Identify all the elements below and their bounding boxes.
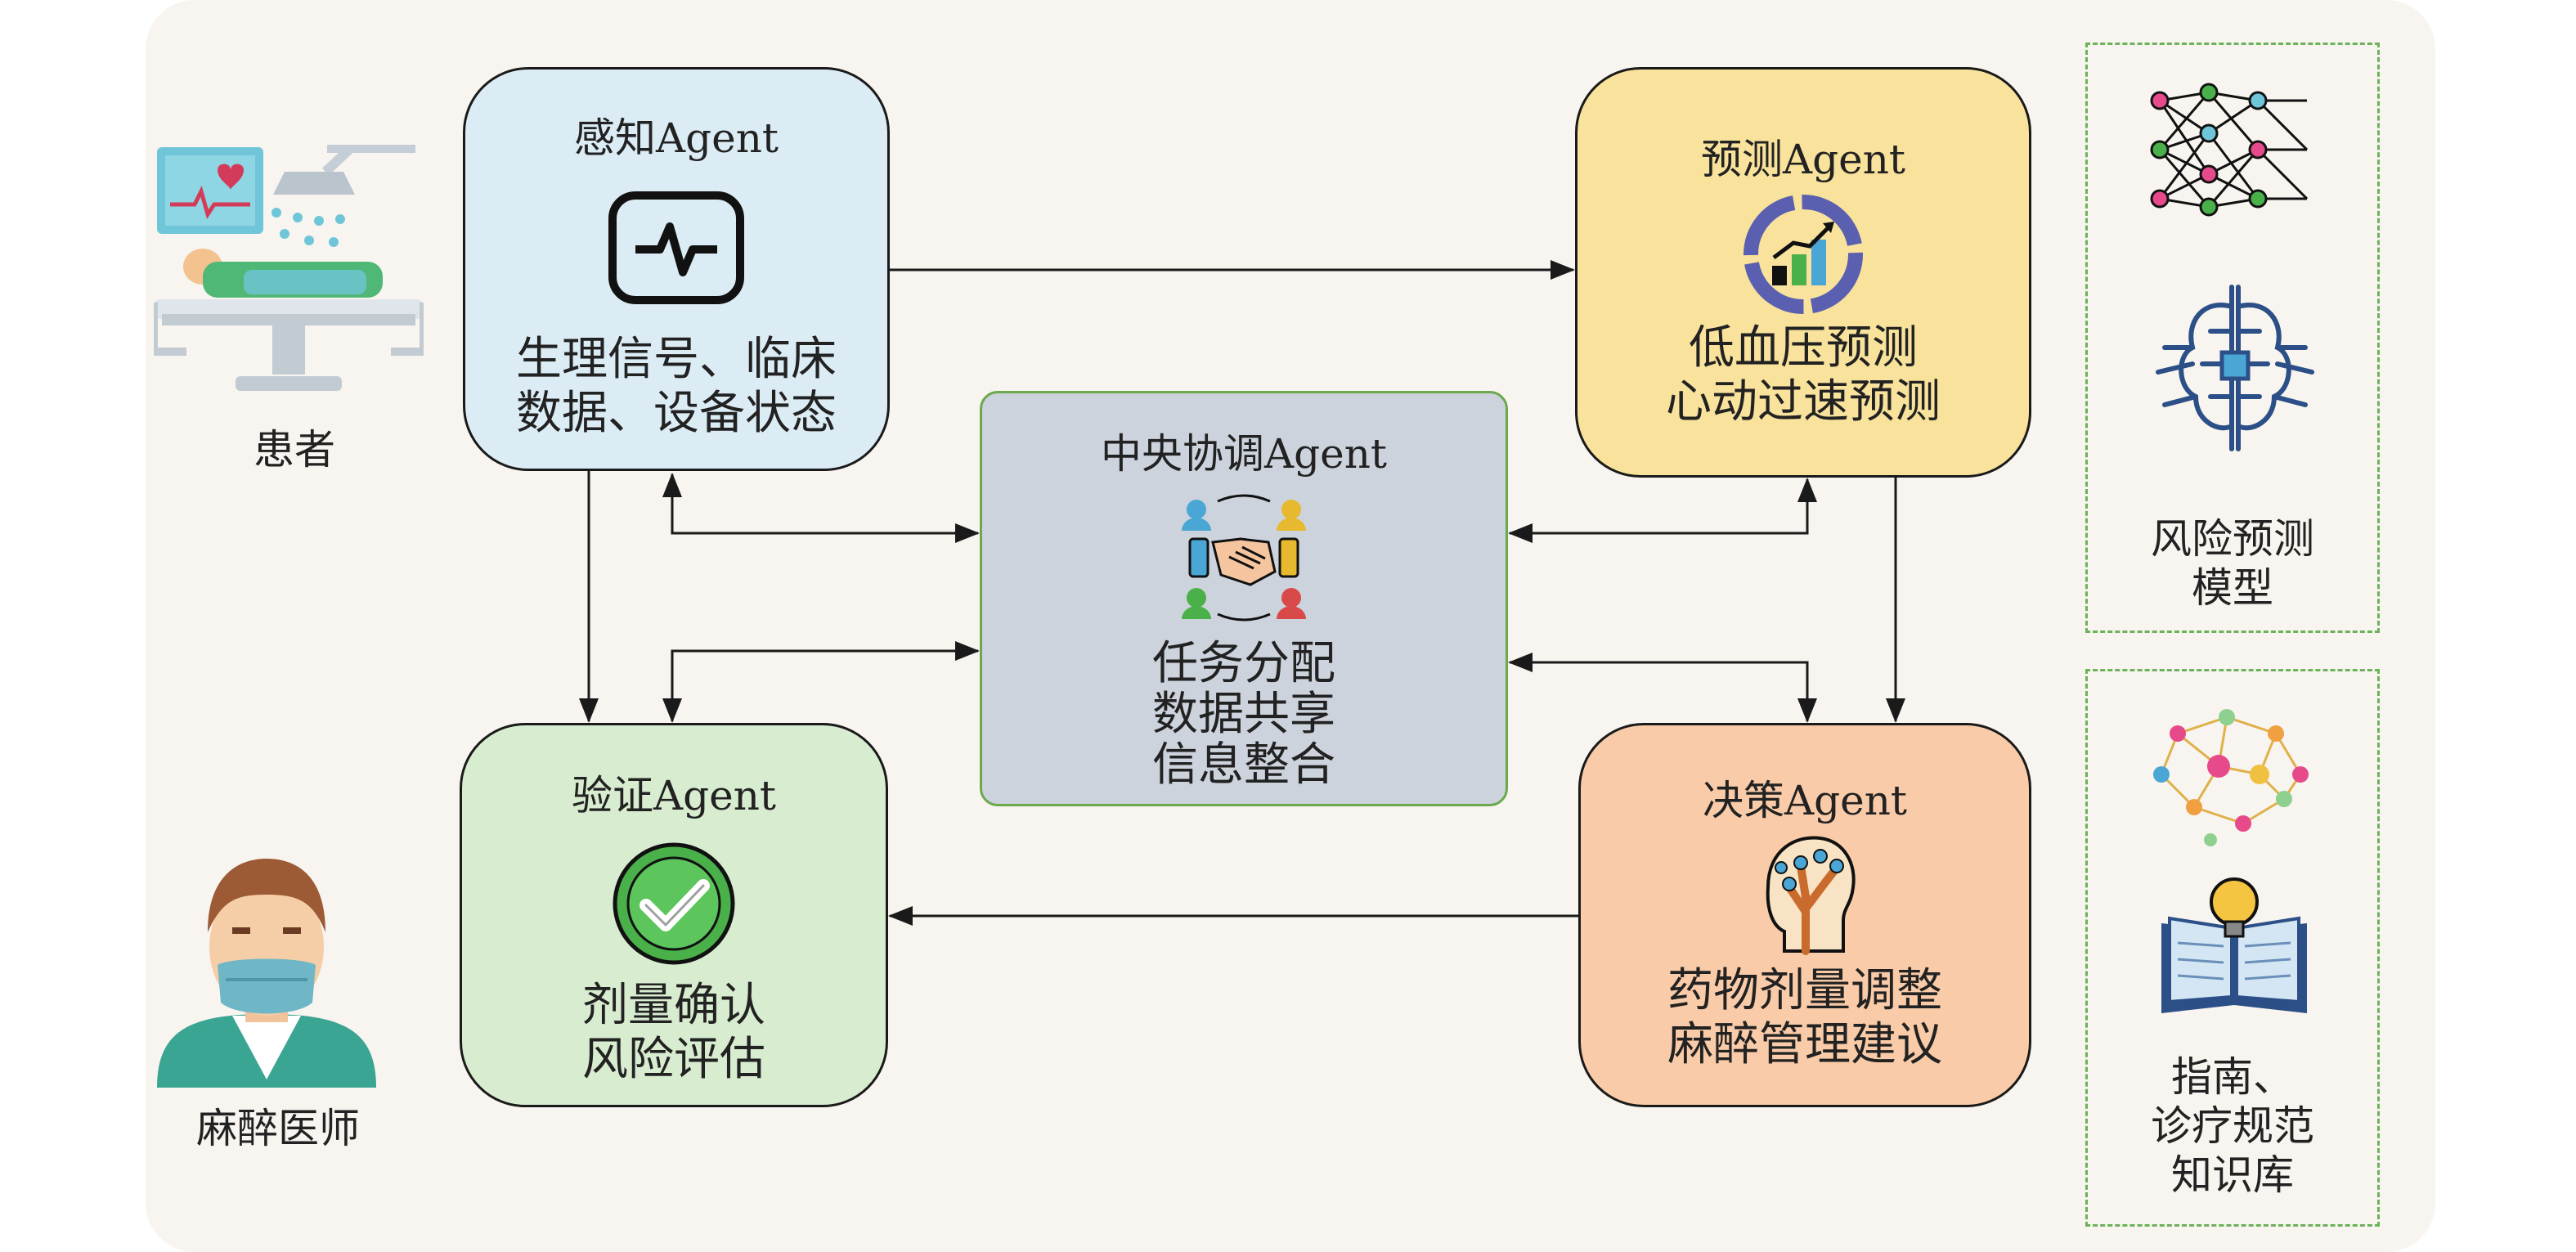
risk-model-panel: 风险预测 模型 xyxy=(2085,43,2380,633)
shower-icon xyxy=(272,145,415,247)
neural-network-icon xyxy=(2143,68,2323,235)
central-agent-title: 中央协调Agent xyxy=(1101,430,1387,478)
anesthesiologist-label: 麻醉医师 xyxy=(196,1105,360,1152)
guideline-panel: 指南、 诊疗规范 知识库 xyxy=(2085,669,2380,1227)
central-agent-description: 任务分配 数据共享 信息整合 xyxy=(1152,637,1335,792)
perception-agent-description: 生理信号、临床 数据、设备状态 xyxy=(516,333,837,440)
prediction-agent-title: 预测Agent xyxy=(1701,136,1905,183)
verify-agent-box: 验证Agent 剂量确认 风险评估 xyxy=(460,723,888,1107)
guideline-label: 指南、 诊疗规范 知识库 xyxy=(2151,1053,2314,1199)
growth-chart-icon xyxy=(1741,192,1865,320)
doctor-icon xyxy=(157,842,376,1088)
circuit-brain-icon xyxy=(2153,282,2317,457)
risk-model-label: 风险预测 模型 xyxy=(2151,515,2314,612)
book-bulb-icon xyxy=(2156,874,2312,1025)
checkmark-icon xyxy=(610,840,738,971)
patient-illustration xyxy=(150,139,428,409)
prediction-agent-description: 低血压预测 心动过速预测 xyxy=(1666,321,1941,429)
decision-agent-box: 决策Agent 药物剂量调整 麻醉管理建议 xyxy=(1578,723,2031,1107)
pulse-icon xyxy=(608,191,745,308)
patient-bed-icon xyxy=(150,249,428,391)
perception-agent-box: 感知Agent 生理信号、临床 数据、设备状态 xyxy=(463,67,890,471)
prediction-agent-box: 预测Agent 低血压预测 心动过速预测 xyxy=(1575,67,2031,478)
monitor-icon xyxy=(157,147,263,234)
patient-label: 患者 xyxy=(254,426,335,473)
central-agent-box: 中央协调Agent 任务分配 数据共享 信息整合 xyxy=(980,391,1508,806)
brain-network-icon xyxy=(2145,701,2317,851)
verify-agent-description: 剂量确认 风险评估 xyxy=(582,979,765,1086)
decision-agent-title: 决策Agent xyxy=(1703,777,1907,824)
perception-agent-title: 感知Agent xyxy=(574,114,779,162)
verify-agent-title: 验证Agent xyxy=(572,772,776,819)
decision-agent-description: 药物剂量调整 麻醉管理建议 xyxy=(1667,964,1942,1071)
handshake-team-icon xyxy=(1172,490,1316,629)
brain-tree-icon xyxy=(1752,830,1858,959)
